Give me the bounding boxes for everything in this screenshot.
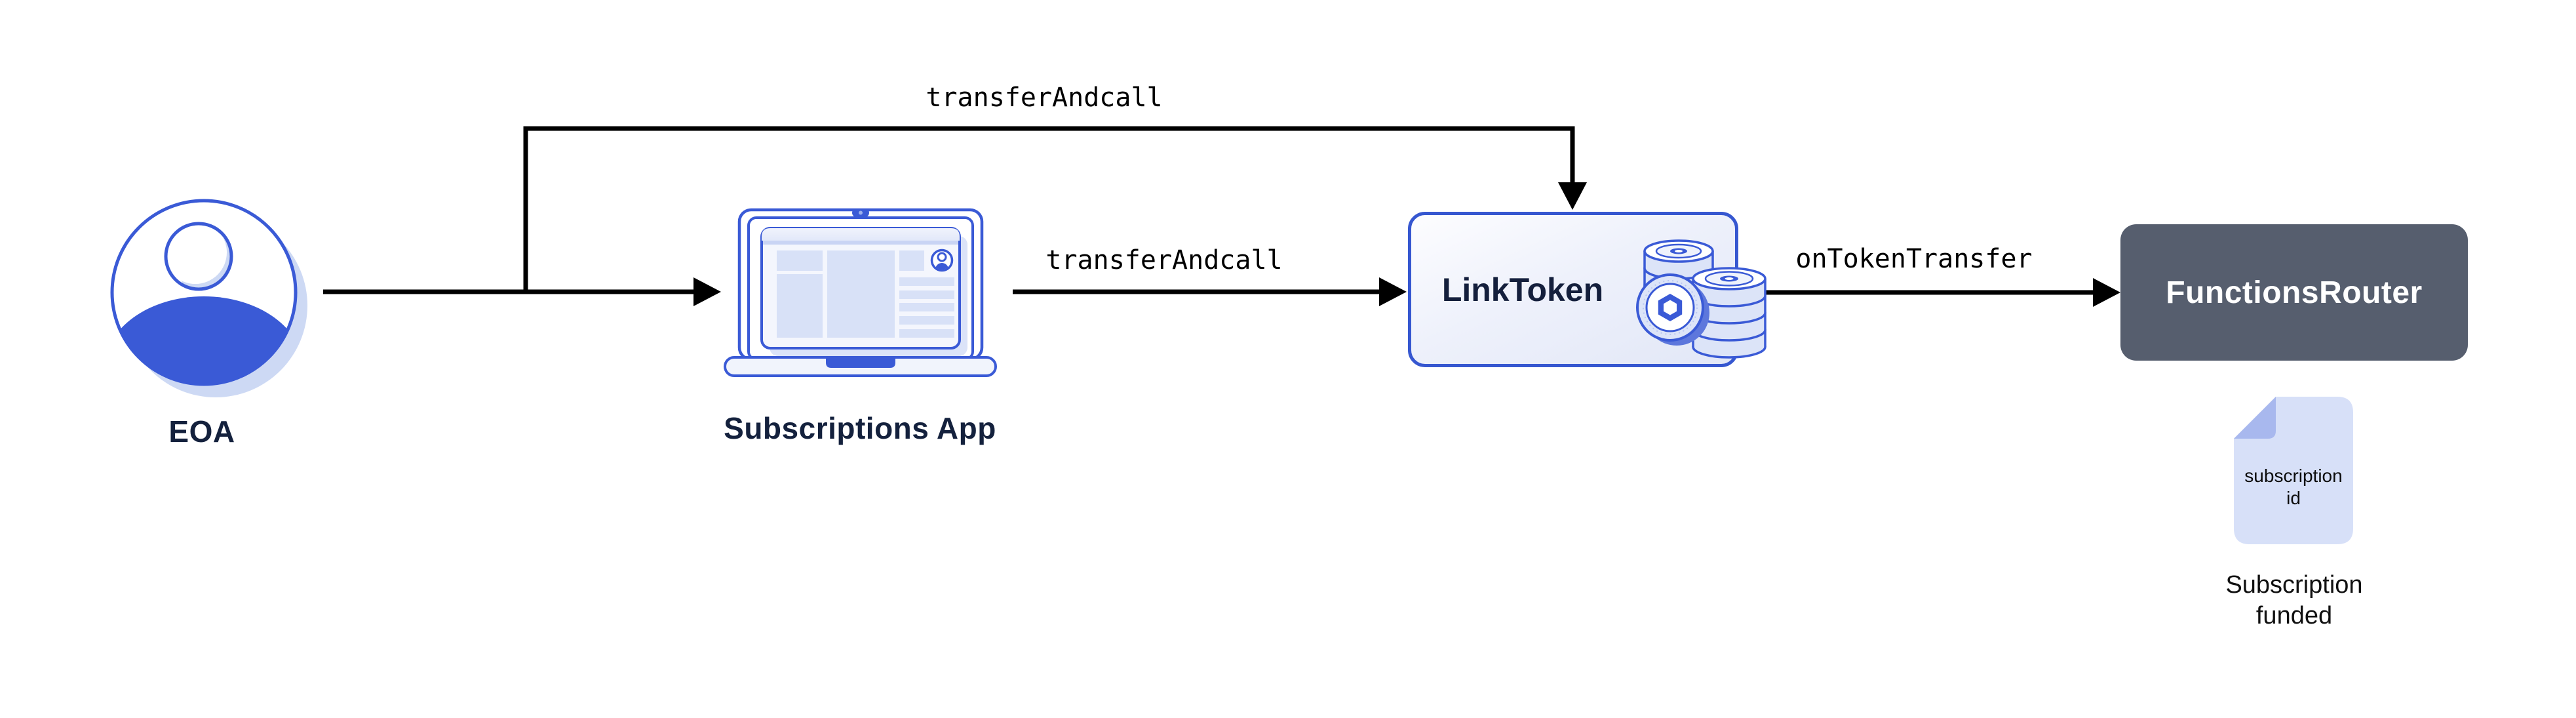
subscription-document: subscription id [2234,397,2353,544]
linktoken-label: LinkToken [1441,271,1604,308]
document-text-line1: subscription [2244,466,2343,486]
edge-label-transferandcall-top: transferAndcall [926,83,1163,113]
link-coin-stacks-icon [1636,239,1766,359]
link-coin-front [1636,273,1709,346]
edge-label-ontokentransfer: onTokenTransfer [1795,244,2033,274]
arrow-eoa-to-app [323,277,721,306]
document-icon [2234,397,2353,544]
subscriptions-app-label: Subscriptions App [724,411,996,445]
arrow-linktoken-to-router [1762,278,2120,307]
person-avatar-icon [110,199,307,397]
functions-router-label: FunctionsRouter [2166,275,2423,310]
document-text: subscription id [2234,465,2353,509]
caption-line2: funded [2255,602,2333,629]
coin-stack-right [1692,267,1766,359]
edge-label-transferandcall-mid: transferAndcall [1045,245,1283,275]
caption-line1: Subscription [2225,571,2363,599]
document-text-line2: id [2286,488,2301,508]
subscription-funded-caption: Subscription funded [2225,570,2362,631]
arrow-app-to-linktoken [1013,277,1407,306]
arrow-eoa-to-linktoken [523,126,1587,294]
laptop-browser-icon [724,208,997,377]
functions-router-box: FunctionsRouter [2120,224,2468,361]
eoa-label: EOA [168,414,235,449]
